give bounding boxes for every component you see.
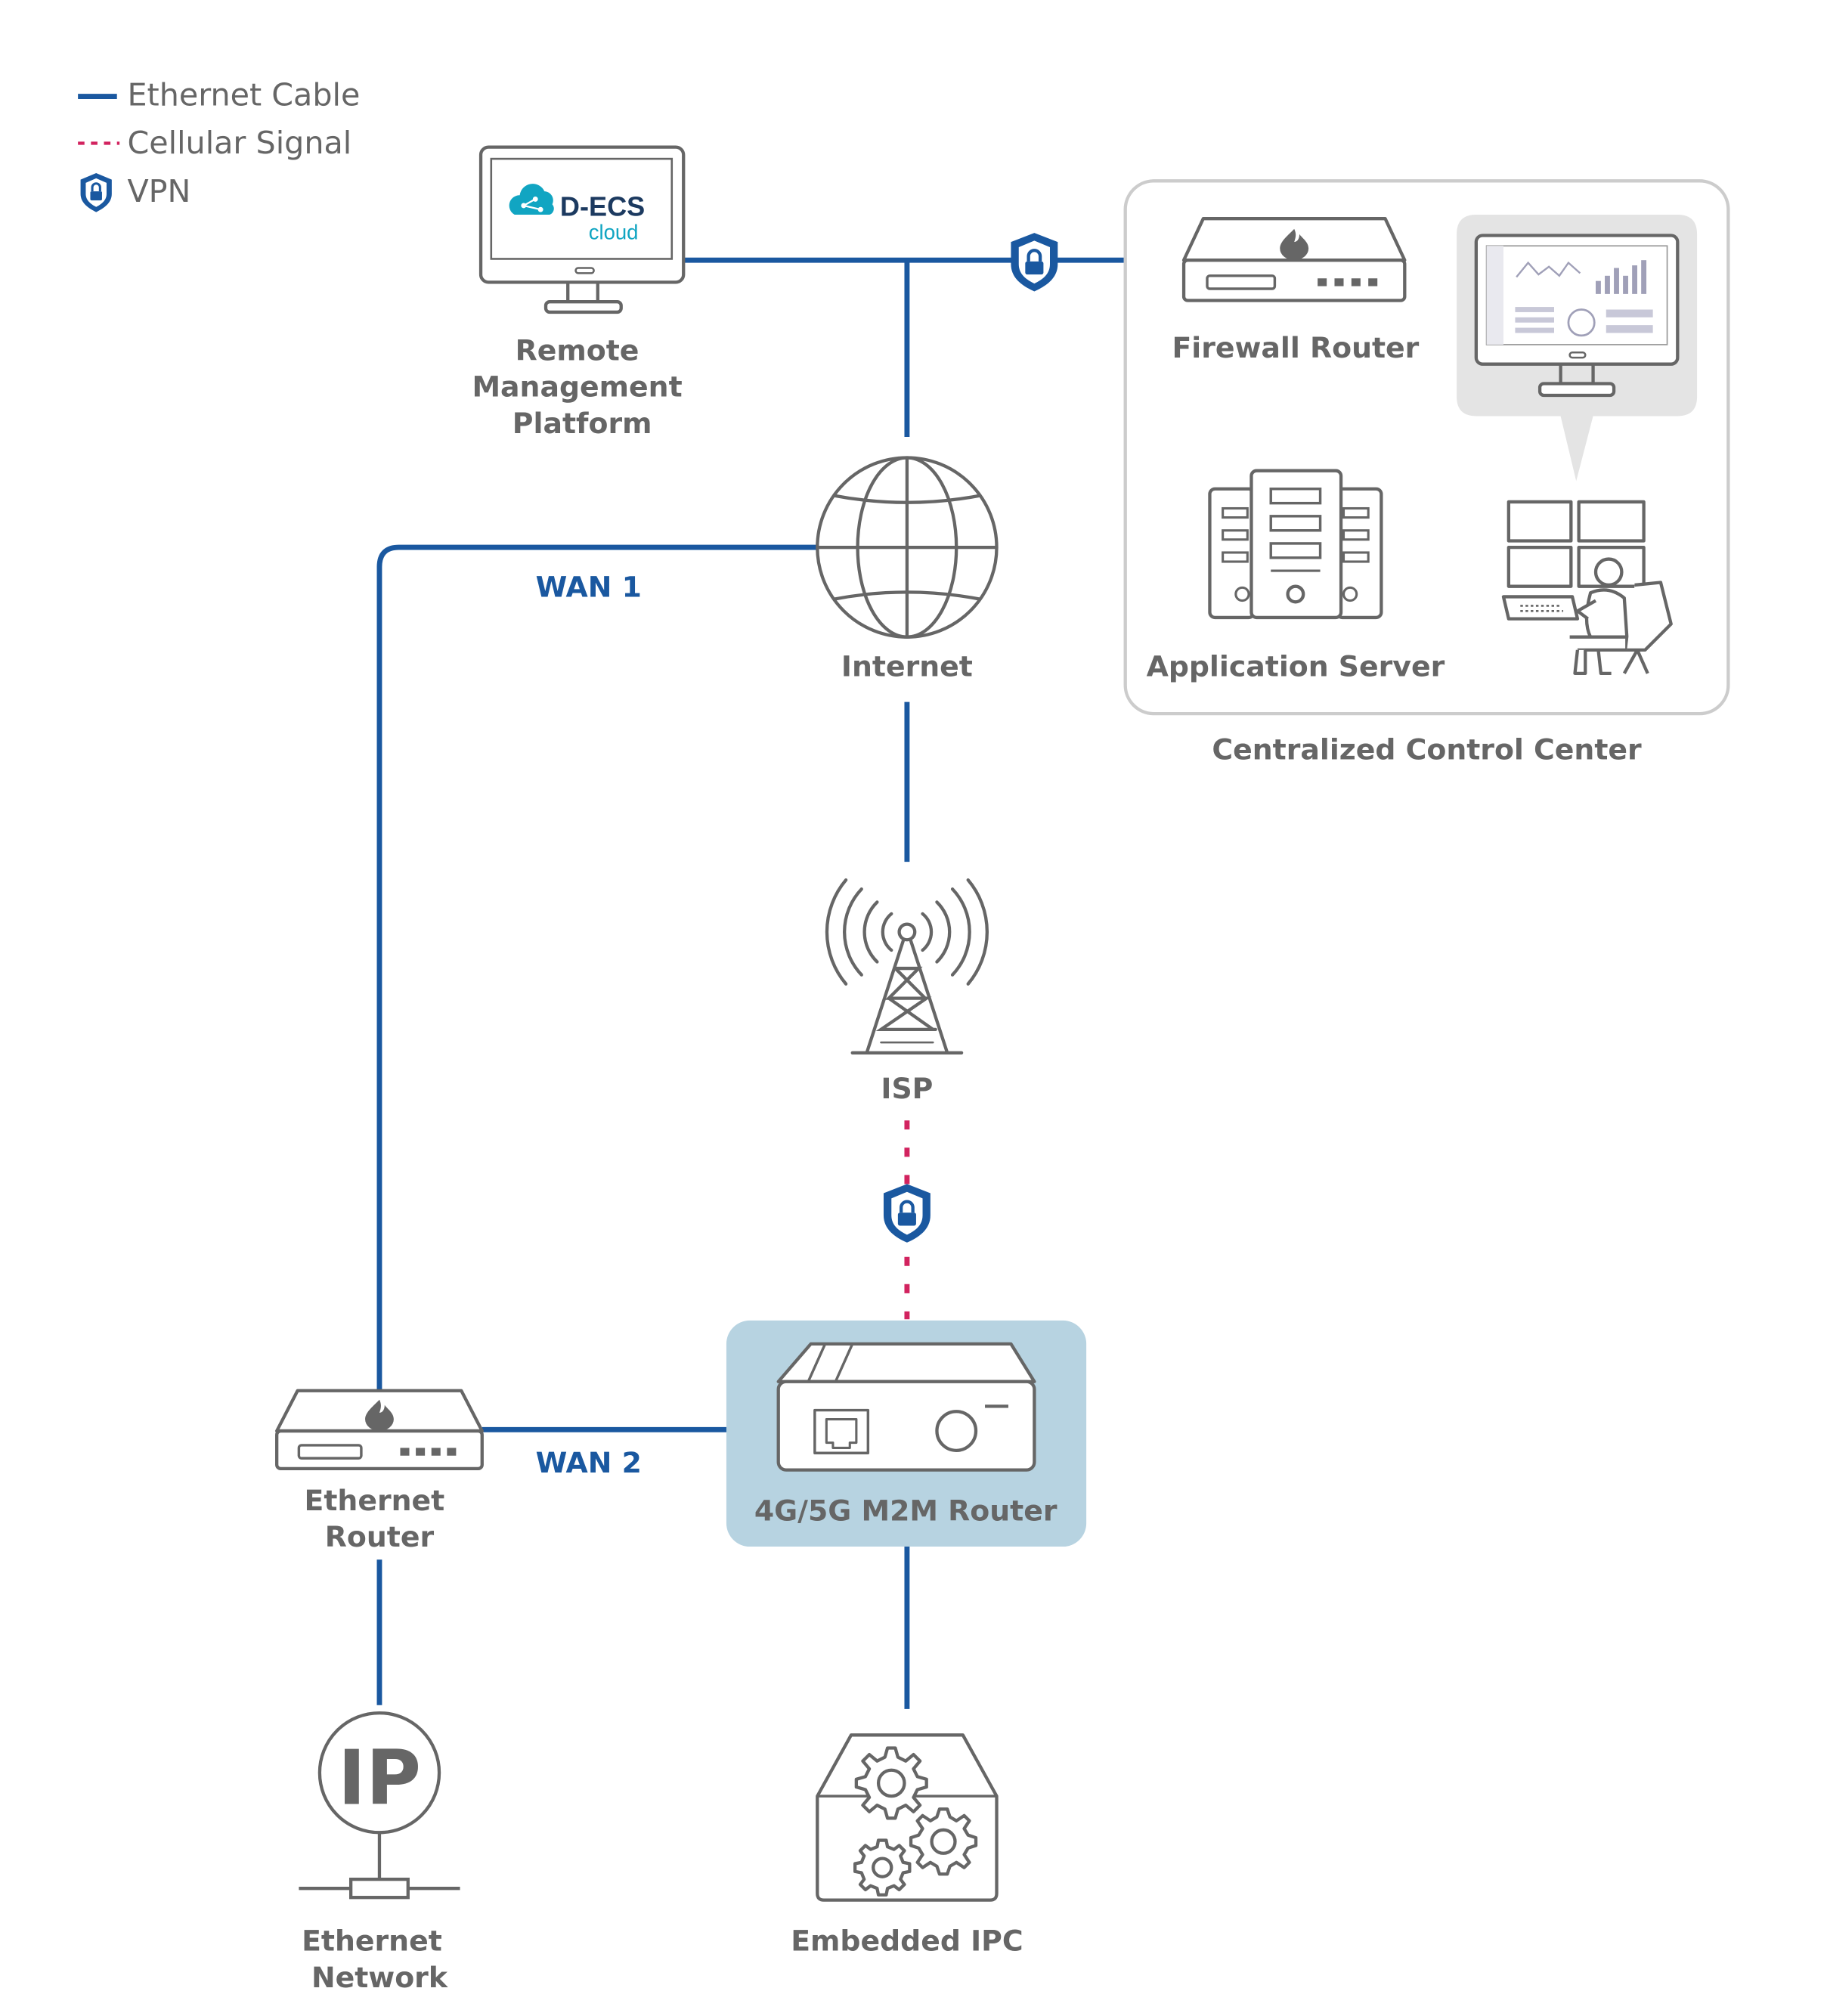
gear-icon (909, 1807, 978, 1876)
cell-tower-icon (825, 878, 989, 1054)
control-center-label: Centralized Control Center (1212, 732, 1642, 766)
internet: Internet (816, 456, 999, 683)
flame-icon (1280, 228, 1309, 261)
isp-label: ISP (881, 1072, 933, 1105)
operator-workstation-icon (1501, 500, 1673, 675)
ip-network-icon: IP (299, 1711, 460, 1900)
firewall-router-icon (1181, 217, 1407, 302)
vpn-shield-icon (1011, 233, 1058, 292)
embedded-ipc-icon (816, 1733, 999, 1902)
legend-cellular-label: Cellular Signal (127, 125, 351, 161)
gear-icon (854, 1746, 928, 1820)
ethernet-link-wan1 (376, 544, 816, 1391)
flame-icon (365, 1399, 394, 1432)
remote-platform-label: Remote Management Platform (472, 334, 692, 440)
dashboard-callout (1457, 215, 1698, 482)
vpn-shield-icon (883, 1184, 931, 1243)
ethernet-network: IP Ethernet Network (299, 1711, 460, 1994)
ethernet-router-label: Ethernet Router (305, 1484, 455, 1553)
dashboard-monitor-icon (1474, 234, 1680, 398)
gear-icon (853, 1838, 912, 1897)
legend-ethernet-label: Ethernet Cable (127, 77, 360, 113)
m2m-router-label: 4G/5G M2M Router (754, 1494, 1057, 1528)
ethernet-router-icon (275, 1389, 484, 1471)
legend-vpn-label: VPN (127, 173, 190, 209)
m2m-router: 4G/5G M2M Router (726, 1320, 1087, 1547)
globe-icon (816, 456, 999, 639)
isp: ISP (825, 878, 989, 1105)
firewall-router-label: Firewall Router (1172, 331, 1419, 364)
application-server-icon (1208, 469, 1383, 620)
embedded-ipc-label: Embedded IPC (791, 1925, 1023, 1958)
control-center: Firewall Router (1123, 179, 1730, 766)
d-ecs-cloud-logo: D-ECS cloud (509, 184, 645, 244)
remote-management-platform: D-ECS cloud Remote Management Platform (472, 145, 692, 440)
monitor-icon (478, 145, 686, 314)
wan2-label: WAN 2 (536, 1446, 642, 1479)
ethernet-network-label: Ethernet Network (302, 1925, 452, 1994)
ip-icon-text: IP (338, 1733, 421, 1822)
legend: Ethernet Cable Cellular Signal VPN (78, 77, 360, 212)
logo-sub: cloud (589, 221, 639, 244)
wan1-label: WAN 1 (536, 570, 642, 603)
ethernet-router: Ethernet Router (275, 1389, 484, 1553)
legend-vpn-shield-icon (80, 173, 112, 212)
m2m-router-icon (776, 1342, 1036, 1472)
embedded-ipc: Embedded IPC (791, 1733, 1023, 1958)
internet-label: Internet (841, 649, 973, 683)
logo-brand: D-ECS (560, 191, 645, 222)
application-server-label: Application Server (1147, 649, 1445, 683)
